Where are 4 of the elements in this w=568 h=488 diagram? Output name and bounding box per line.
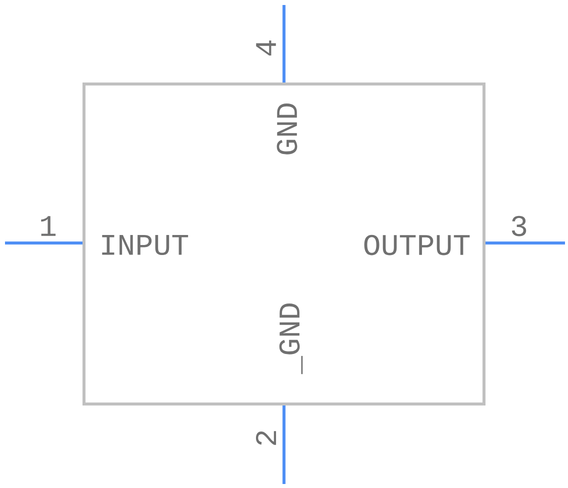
component-box: GND INPUT OUTPUT _GND <box>82 82 486 406</box>
pin-number: 4 <box>256 40 276 56</box>
pin-number: 3 <box>512 216 526 236</box>
pin-number: 1 <box>41 216 56 236</box>
